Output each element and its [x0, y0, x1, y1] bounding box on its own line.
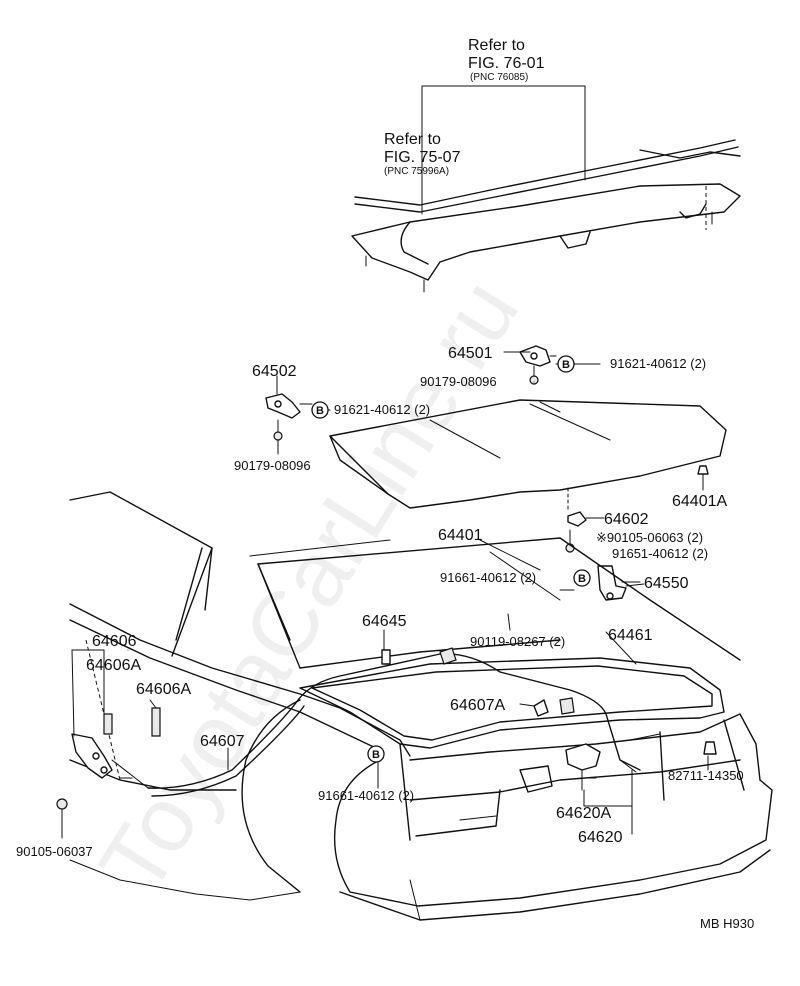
striker-82711 [703, 741, 717, 755]
part-label-90105-06063: ※90105-06063 (2) [596, 530, 703, 545]
part-label-64645: 64645 [362, 613, 407, 630]
part-label-82711: 82711-14350 [668, 768, 744, 783]
release-cable-64607 [147, 647, 641, 797]
badge-b-91661-bottom: B [367, 745, 385, 763]
badge-b-91661-top: B [573, 569, 591, 587]
figure-code: MB H930 [700, 916, 754, 931]
part-label-64620: 64620 [578, 829, 623, 846]
part-label-90105-06037: 90105-06037 [16, 844, 93, 859]
part-label-90179-left: 90179-08096 [234, 458, 311, 473]
part-label-64401: 64401 [438, 527, 483, 544]
part-label-64550: 64550 [644, 575, 689, 592]
part-label-91621-left: 91621-40612 (2) [334, 402, 430, 417]
rear-spoiler [351, 85, 741, 293]
ref-note-pnc: (PNC 75996A) [384, 166, 449, 177]
ref-note-pnc: (PNC 76085) [470, 72, 528, 83]
leader-lines [61, 351, 709, 839]
lock-bracket-64550 [597, 565, 645, 601]
badge-b-91621-left: B [311, 401, 329, 419]
ref-note-line2: FIG. 75-07 [384, 149, 461, 166]
part-label-64607: 64607 [200, 733, 245, 750]
part-label-64606A-upper: 64606A [86, 657, 141, 674]
part-label-64502: 64502 [252, 363, 297, 380]
trunk-lid [329, 399, 727, 509]
car-body [69, 491, 773, 921]
ref-note-line2: FIG. 76-01 [468, 55, 545, 72]
watermark: ToyotaCarLine.ru [80, 262, 538, 910]
part-label-90179-top: 90179-08096 [420, 374, 497, 389]
part-label-91661-bottom: 91661-40612 (2) [318, 788, 414, 803]
trunk-lock-64620 [565, 733, 661, 791]
opener-lever-64606 [56, 707, 161, 810]
svg-text:B: B [578, 573, 586, 585]
part-label-64602: 64602 [604, 511, 649, 528]
part-label-64606: 64606 [92, 633, 137, 650]
badge-b-91621-right: B [557, 355, 575, 373]
svg-text:B: B [562, 359, 570, 371]
clip-64401A [697, 465, 709, 489]
part-label-64607A: 64607A [450, 697, 505, 714]
part-label-64501: 64501 [448, 345, 493, 362]
part-label-91621-right: 91621-40612 (2) [610, 356, 706, 371]
svg-text:B: B [316, 405, 324, 417]
part-label-64461: 64461 [608, 627, 653, 644]
part-label-91651: 91651-40612 (2) [612, 546, 708, 561]
part-label-91661-top: 91661-40612 (2) [440, 570, 536, 585]
ref-fig-76-01: Refer to FIG. 76-01 (PNC 76085) [468, 37, 545, 83]
ref-fig-75-07: Refer to FIG. 75-07 (PNC 75996A) [384, 131, 461, 177]
part-label-64620A: 64620A [556, 805, 611, 822]
ref-note-line1: Refer to [384, 131, 441, 148]
part-label-64606A-lower: 64606A [136, 681, 191, 698]
part-label-90119: 90119-08267 (2) [470, 634, 565, 649]
ref-note-line1: Refer to [468, 37, 525, 54]
hinge-64502 [265, 383, 313, 455]
svg-text:B: B [372, 749, 380, 761]
part-label-64401A: 64401A [672, 493, 727, 510]
bracket-64602 [565, 487, 605, 553]
